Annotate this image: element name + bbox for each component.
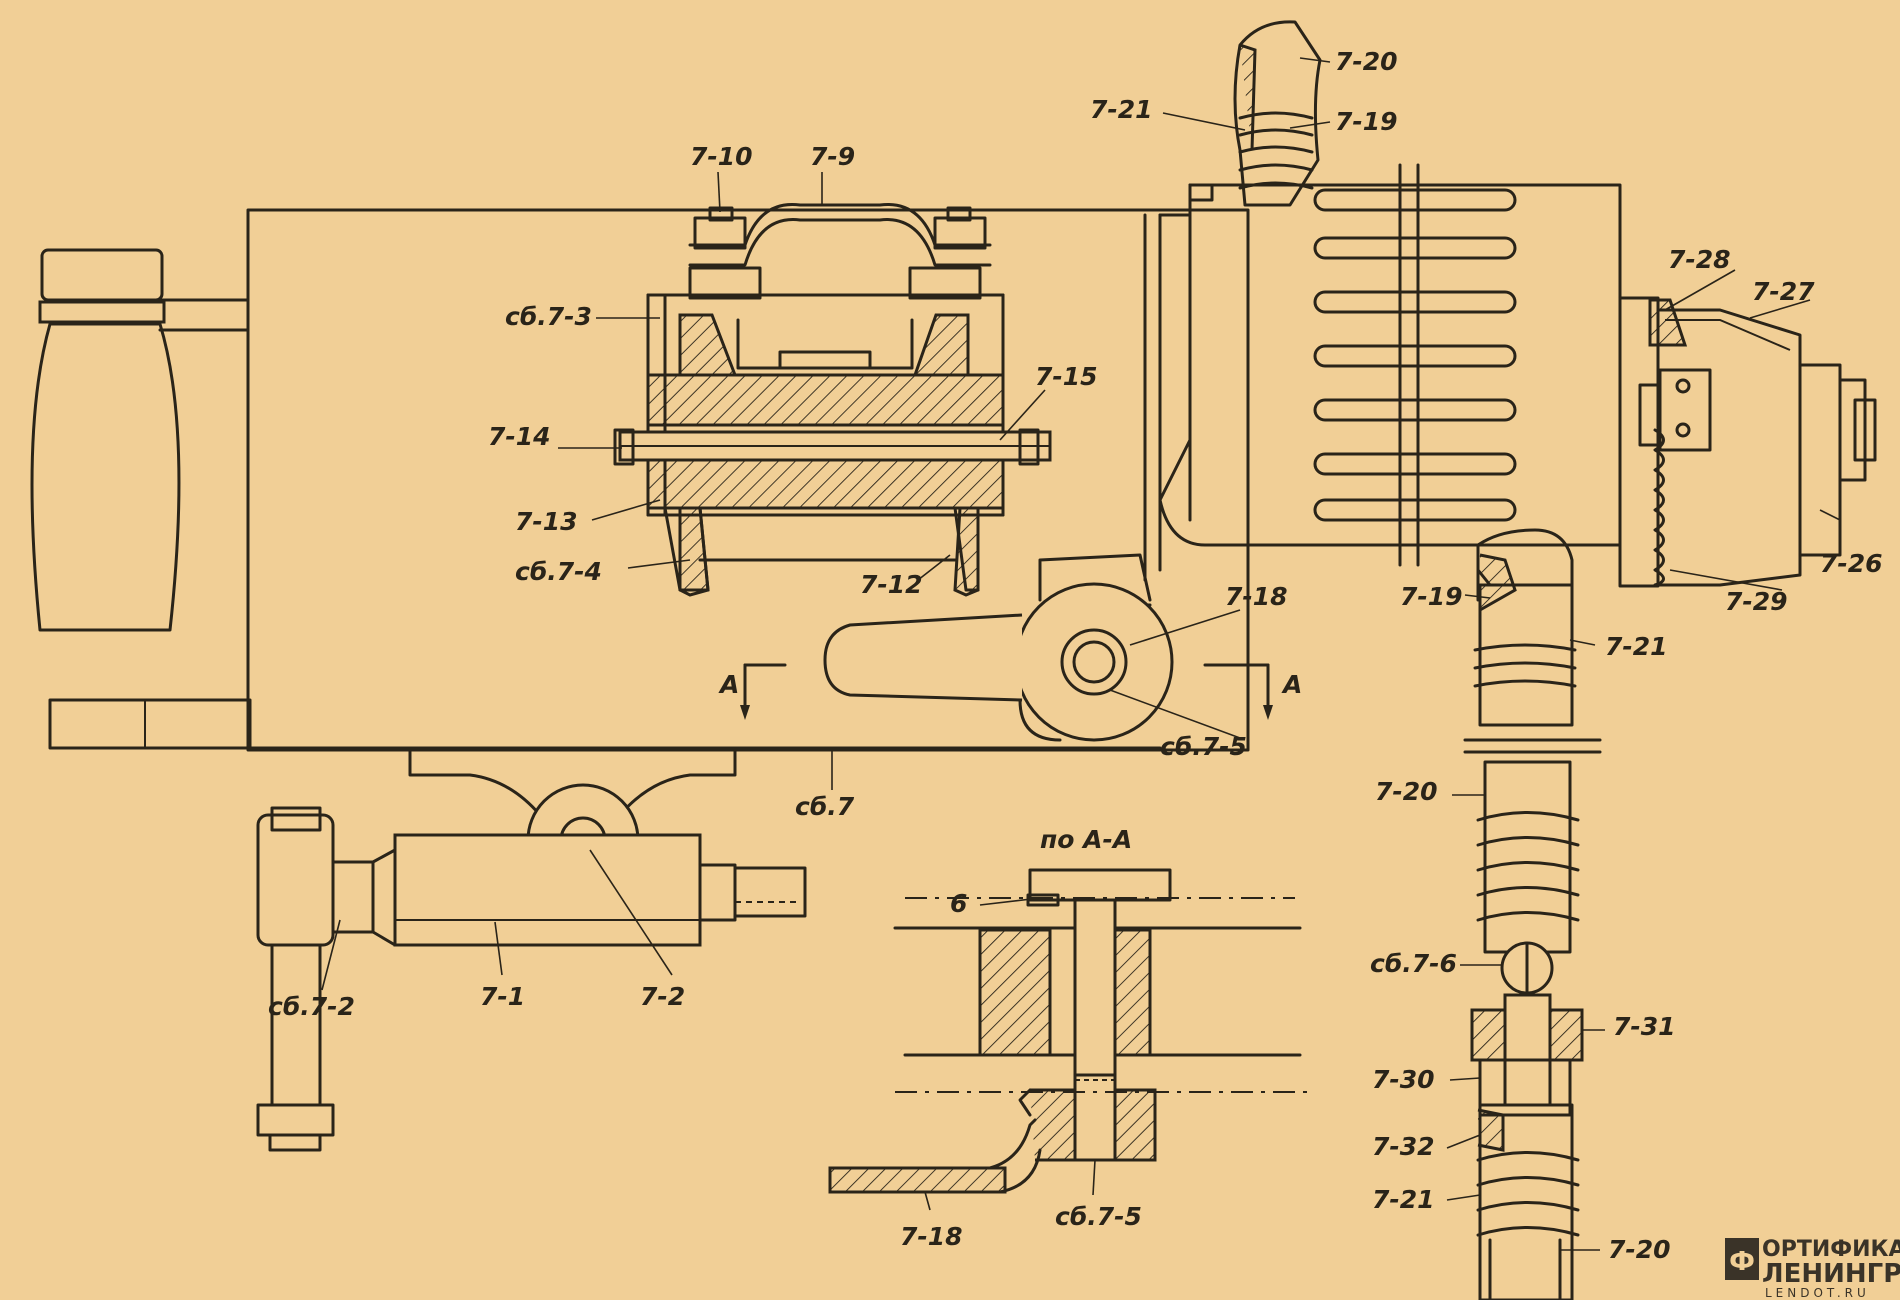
watermark-line2: ЛЕНИНГРАДА: [1762, 1259, 1900, 1289]
knurled-handle: [30, 248, 252, 750]
section-marker-right: [1203, 663, 1273, 720]
label-sb-7-5-bottom: сб.7-5: [1055, 1202, 1142, 1231]
section-marker-left: [740, 663, 787, 720]
label-7-31: 7-31: [1613, 1012, 1676, 1041]
label-7-28: 7-28: [1668, 245, 1731, 274]
label-6: 6: [950, 889, 967, 918]
callout-labels: 7-10 7-9 7-20 7-21 7-19 сб.7-3 7-15 7-14…: [268, 47, 1883, 1264]
label-7-13: 7-13: [515, 507, 578, 536]
label-7-21-bottom: 7-21: [1372, 1185, 1435, 1214]
label-7-20-top: 7-20: [1335, 47, 1398, 76]
label-7-18-bottom: 7-18: [900, 1222, 963, 1251]
label-sb-7-4: сб.7-4: [515, 557, 602, 586]
section-aa: [828, 868, 1310, 1194]
label-7-32: 7-32: [1372, 1132, 1435, 1161]
label-7-14: 7-14: [488, 422, 551, 451]
label-sb-7-3: сб.7-3: [505, 302, 592, 331]
label-7-9: 7-9: [810, 142, 855, 171]
label-7-10: 7-10: [690, 142, 753, 171]
label-7-19-right: 7-19: [1400, 582, 1463, 611]
bridge-assembly: [688, 203, 992, 267]
label-7-21-top: 7-21: [1090, 95, 1153, 124]
watermark-logo: Ф: [1729, 1247, 1755, 1277]
label-7-15: 7-15: [1035, 362, 1098, 391]
label-sb-7-6: сб.7-6: [1370, 949, 1457, 978]
leader-lines: [321, 57, 1841, 1251]
label-7-21-right: 7-21: [1605, 632, 1668, 661]
watermark-line3: LENDOT.RU: [1765, 1286, 1870, 1300]
clamp-assembly: [256, 806, 807, 1152]
watermark: Ф ОРТИФИКАЦИЯ ЛЕНИНГРАДА LENDOT.RU: [1725, 1237, 1900, 1300]
label-7-27: 7-27: [1752, 277, 1815, 306]
cooling-slots: [1313, 188, 1517, 522]
label-7-18-top: 7-18: [1225, 582, 1288, 611]
right-vertical-hose: [1463, 528, 1602, 1300]
label-section-a-left: А: [718, 670, 739, 699]
label-section-a-right: А: [1281, 670, 1302, 699]
radiator-housing: [1158, 163, 1622, 567]
label-7-20-bottom: 7-20: [1608, 1235, 1671, 1264]
label-7-29: 7-29: [1725, 587, 1788, 616]
lever-assembly: [823, 553, 1174, 742]
label-7-26: 7-26: [1820, 549, 1883, 578]
label-7-19-top: 7-19: [1335, 107, 1398, 136]
label-7-12: 7-12: [860, 570, 923, 599]
top-hose: [1233, 20, 1322, 207]
label-sb-7-2: сб.7-2: [268, 992, 355, 1021]
drum-assembly: [613, 266, 1052, 597]
label-sb-7: сб.7: [795, 792, 855, 821]
main-body: [158, 208, 1250, 752]
watermark-line1: ОРТИФИКАЦИЯ: [1762, 1237, 1900, 1262]
label-7-30: 7-30: [1372, 1065, 1435, 1094]
label-7-20-mid: 7-20: [1375, 777, 1438, 806]
nozzle-assembly: [1618, 296, 1877, 588]
label-section-title: по А-А: [1040, 825, 1132, 854]
label-7-2: 7-2: [640, 982, 685, 1011]
label-7-1: 7-1: [480, 982, 525, 1011]
label-sb-7-5-top: сб.7-5: [1160, 732, 1247, 761]
